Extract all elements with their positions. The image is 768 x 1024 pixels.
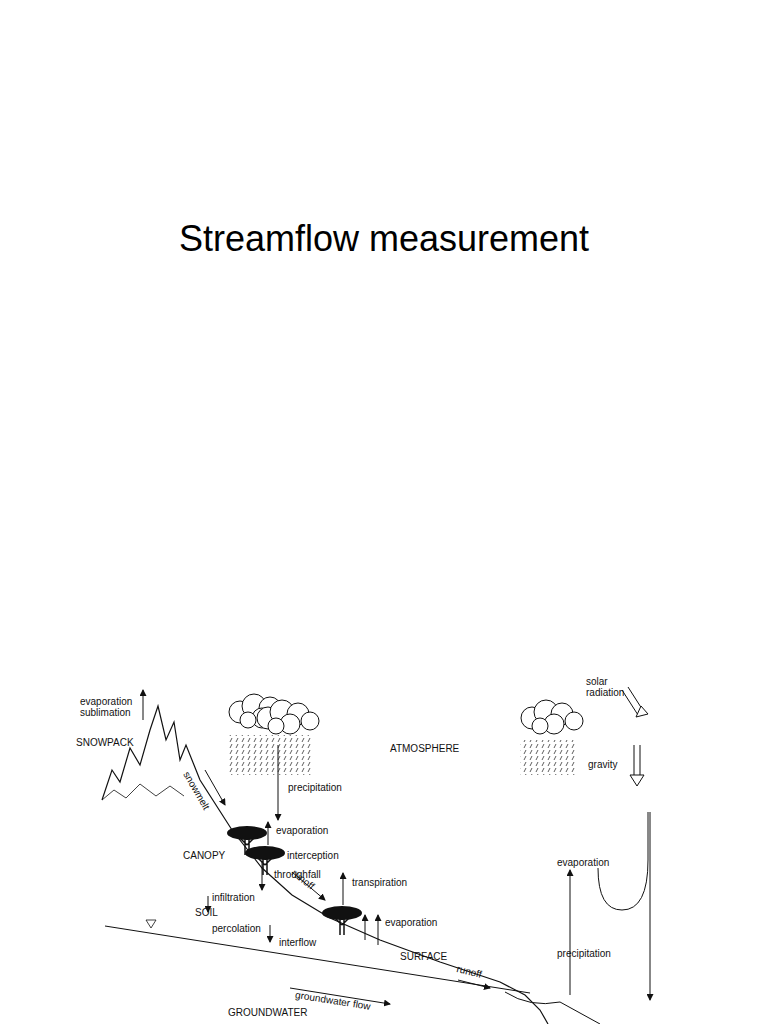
diagram-label: runoff	[455, 964, 482, 980]
diagram-label: gravity	[588, 760, 617, 771]
diagram-label: SURFACE	[400, 952, 447, 963]
diagram-label: solar radiation	[586, 677, 626, 698]
diagram-label: ATMOSPHERE	[390, 744, 459, 755]
diagram-label: percolation	[212, 924, 261, 935]
diagram-label: evaporation sublimation	[80, 697, 142, 718]
diagram-label: evaporation	[385, 918, 437, 929]
diagram-label: GROUNDWATER	[228, 1008, 307, 1019]
diagram-label: SOIL	[195, 908, 218, 919]
page-title: Streamflow measurement	[0, 218, 768, 260]
diagram-label: evaporation	[276, 826, 328, 837]
diagram-label: precipitation	[557, 949, 611, 960]
diagram-label: interflow	[279, 938, 316, 949]
diagram-label: interception	[287, 851, 339, 862]
diagram-label: precipitation	[288, 783, 342, 794]
diagram-label: transpiration	[352, 878, 407, 889]
diagram-label: evaporation	[557, 858, 609, 869]
diagram-label: SNOWPACK	[76, 738, 134, 749]
diagram-label: infiltration	[212, 893, 255, 904]
diagram-label: CANOPY	[183, 851, 225, 862]
